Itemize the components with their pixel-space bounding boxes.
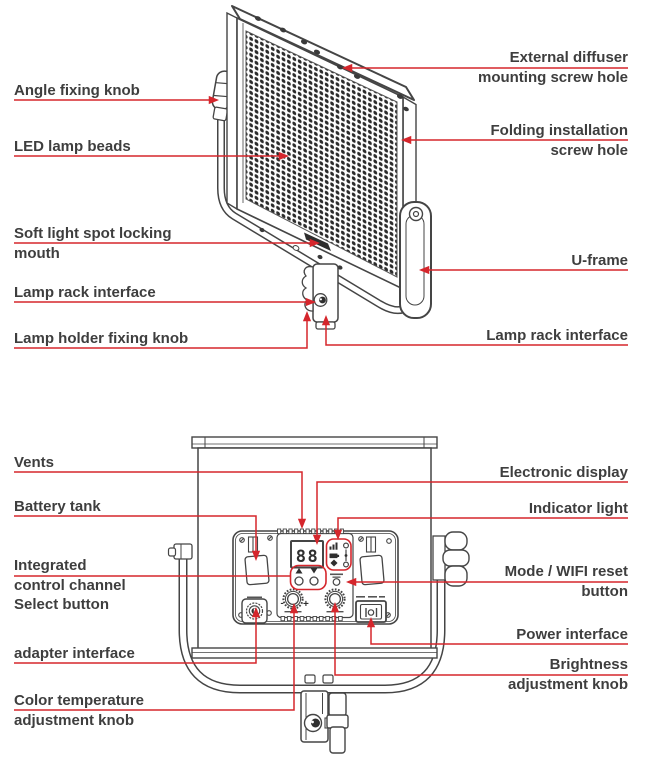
leader-color-temperature	[14, 604, 298, 711]
mode-wifi-reset-part	[330, 573, 343, 586]
label-folding-installation: Folding installation screw hole	[490, 122, 629, 159]
channel-up-triangle	[295, 568, 303, 574]
label-lamp-holder-fixing-knob: Lamp holder fixing knob	[14, 330, 189, 347]
front-view	[211, 5, 432, 330]
micro-text	[330, 573, 343, 576]
micro-text	[332, 576, 341, 578]
micro-text	[247, 596, 262, 599]
label-color-temperature-knob: Color temperature adjustment knob	[14, 692, 145, 729]
micro-text	[368, 596, 377, 598]
leader-lamp-holder-knob	[14, 312, 311, 349]
leader-indicator-light	[334, 517, 628, 539]
label-electronic-display: Electronic display	[499, 464, 628, 481]
channel-up-button	[294, 576, 304, 586]
display-value: 88	[296, 547, 319, 567]
label-adapter-interface: adapter interface	[14, 645, 135, 662]
leader-folding-installation	[402, 136, 628, 144]
label-vents: Vents	[14, 454, 55, 471]
label-indicator-light: Indicator light	[528, 500, 628, 517]
channel-select-buttons	[294, 568, 319, 586]
label-led-lamp-beads: LED lamp beads	[14, 138, 131, 155]
mount-knob	[326, 692, 349, 754]
leader-brightness	[331, 603, 628, 676]
leader-external-diffuser	[343, 64, 628, 72]
label-soft-light-spot: Soft light spot locking mouth	[14, 225, 172, 262]
micro-text	[379, 596, 385, 598]
leader-lamp-rack-left	[14, 298, 315, 306]
leader-mode-wifi	[347, 578, 628, 586]
indicator-light-part	[329, 542, 350, 568]
battery-plate	[238, 535, 273, 624]
micro-text	[356, 596, 365, 598]
indicator-led-top	[343, 542, 350, 549]
label-external-diffuser: External diffuser mounting screw hole	[477, 49, 628, 86]
control-panel: 88	[232, 528, 399, 625]
battery-icon	[329, 553, 340, 559]
leader-lines	[14, 64, 628, 711]
knob-plus: +	[303, 599, 309, 610]
mode-button	[332, 578, 341, 586]
label-power-interface: Power interface	[516, 626, 628, 643]
back-bottom-mount	[300, 674, 349, 754]
knob-minus: -	[281, 598, 284, 608]
vents-top	[277, 528, 344, 535]
label-mode-wifi-reset: Mode / WIFI reset button	[504, 563, 628, 600]
label-brightness-knob: Brightness adjustment knob	[507, 656, 628, 693]
leader-battery-tank	[14, 515, 260, 560]
adapter-interface-part	[241, 596, 268, 624]
leader-led-lamp-beads	[14, 152, 288, 160]
leader-angle-fixing-knob	[14, 96, 218, 104]
right-door	[359, 554, 385, 586]
indicator-led-bottom	[343, 561, 350, 568]
u-frame-yoke	[217, 106, 408, 315]
leader-adapter-interface	[14, 608, 260, 664]
u-frame-arm	[399, 201, 432, 319]
top-bar-screw-holes	[254, 16, 409, 112]
clip-bracket	[365, 536, 377, 553]
status-icon	[330, 559, 338, 567]
leader-lamp-rack-bottom	[322, 316, 628, 346]
channel-down-triangle	[310, 568, 318, 574]
annotation-box-indicators	[325, 538, 352, 571]
leader-vents	[14, 471, 306, 528]
leader-soft-light	[14, 239, 319, 247]
electronic-display-part: 88	[290, 540, 324, 569]
leader-u-frame	[420, 266, 628, 274]
yoke-left-clamp	[167, 543, 193, 560]
wifi-icon	[329, 542, 338, 550]
leader-electronic-display	[313, 481, 628, 544]
yoke-angle-knob	[432, 531, 470, 587]
label-lamp-rack-interface-bottom: Lamp rack interface	[486, 327, 628, 344]
annotation-box-channel-buttons	[289, 564, 327, 591]
leader-power-interface	[367, 618, 628, 645]
led-lamp-beads-grid	[245, 30, 398, 278]
soft-light-clip	[304, 232, 331, 251]
label-angle-fixing-knob: Angle fixing knob	[14, 82, 140, 99]
label-battery-tank: Battery tank	[14, 498, 101, 515]
label-u-frame: U-frame	[571, 252, 628, 269]
label-lamp-rack-interface-left: Lamp rack interface	[14, 284, 156, 301]
back-view: 88	[167, 436, 470, 754]
label-integrated-control-channel: Integrated control channel Select button	[14, 557, 126, 613]
battery-tank-door	[244, 554, 270, 586]
channel-down-button	[309, 576, 319, 586]
vents-bottom	[280, 616, 343, 622]
